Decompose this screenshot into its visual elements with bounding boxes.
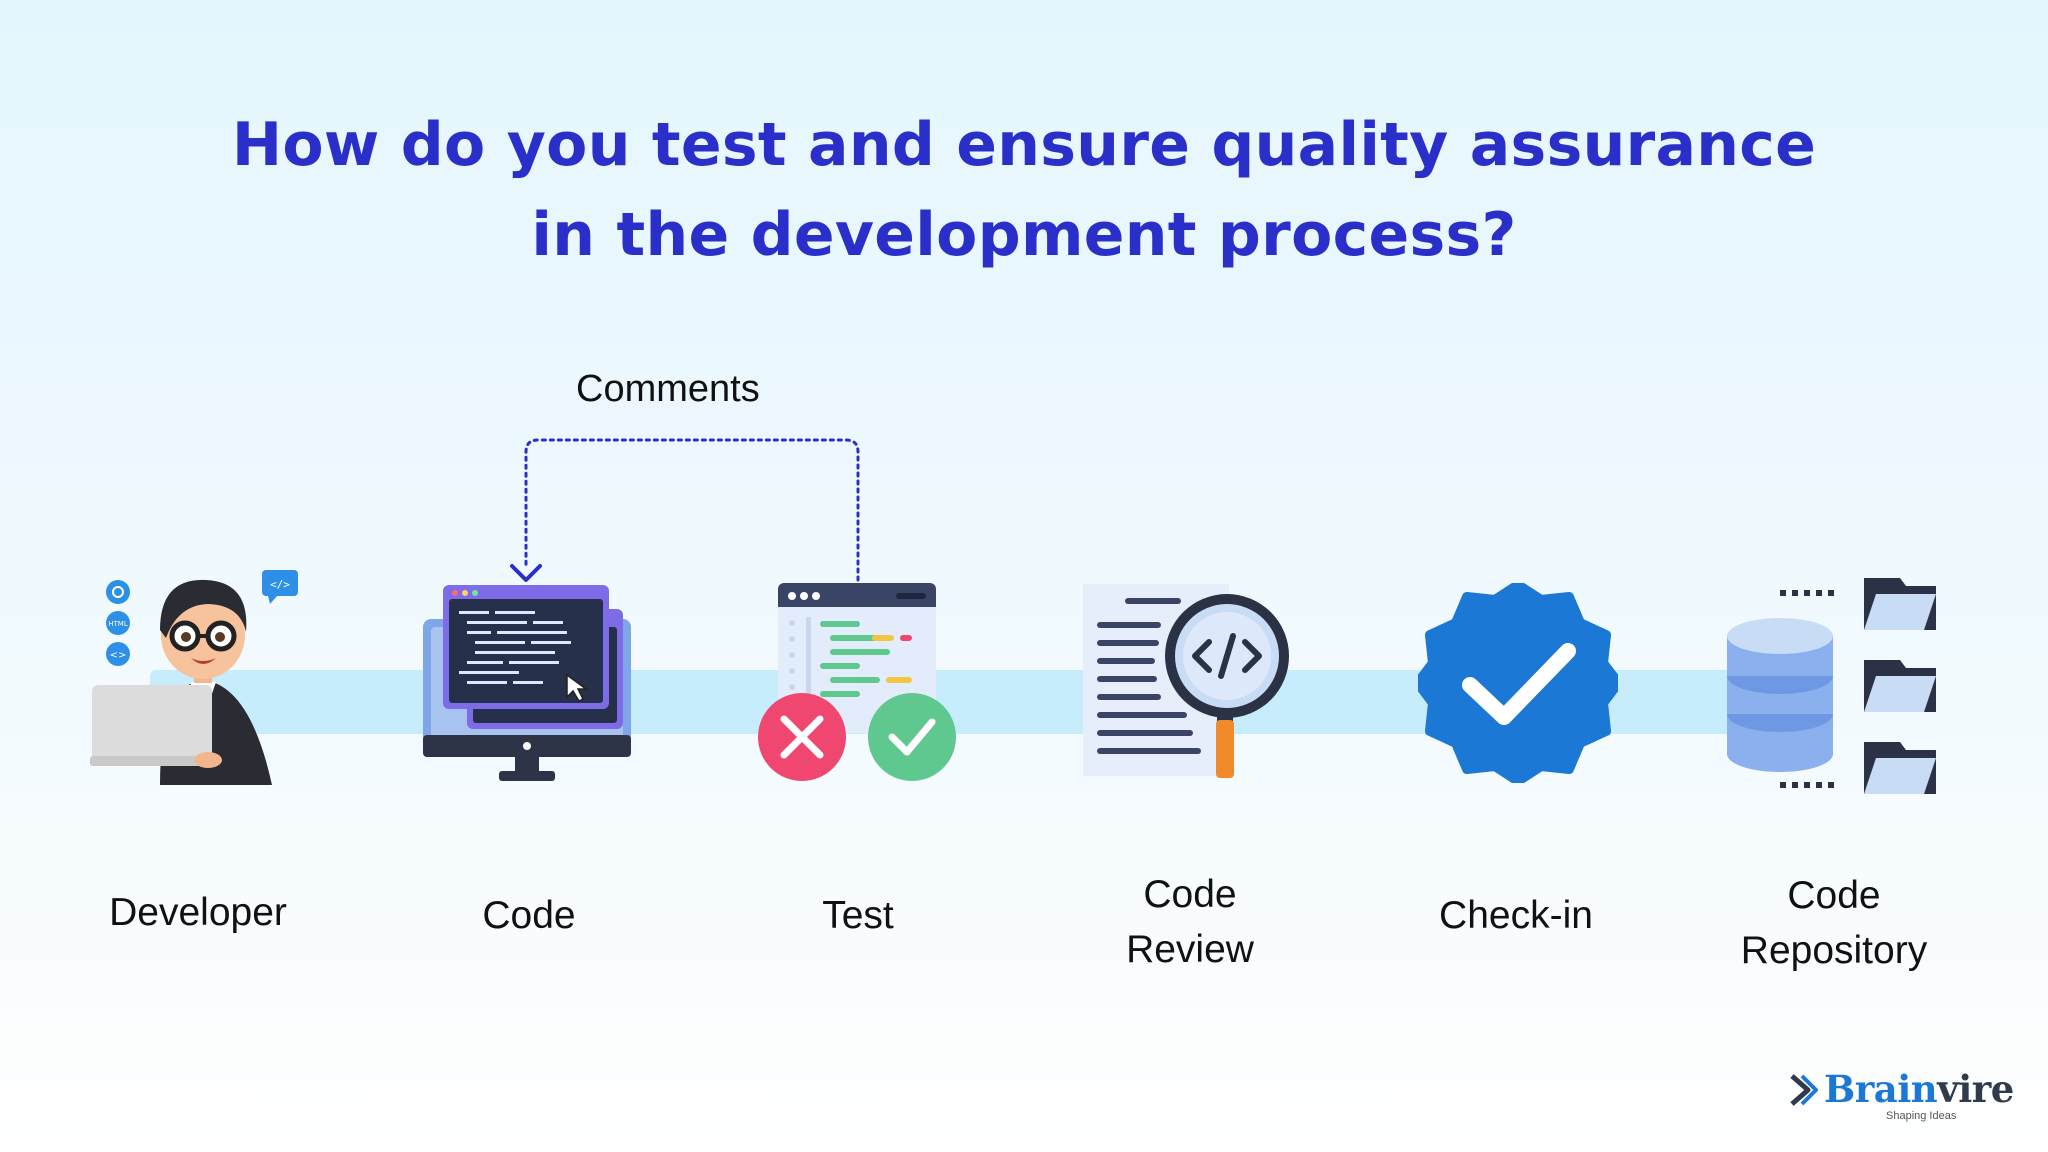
check-in-label: Check-in	[1439, 894, 1593, 937]
code-repository-label: Code Repository	[1740, 874, 1928, 972]
test-icon	[758, 583, 956, 781]
brainvire-logo: Brainvire Shaping Ideas	[1790, 1068, 2014, 1122]
step-test: Test	[756, 583, 960, 937]
step-check-in: Check-in	[1413, 580, 1623, 937]
step-code-review: Code Review	[1083, 582, 1293, 971]
check-badge-icon	[1413, 580, 1623, 786]
code-monitor-icon	[423, 585, 631, 781]
page-title: How do you test and ensure quality assur…	[0, 100, 2048, 280]
step-code-repository: Code Repository	[1724, 578, 1944, 972]
title-line-1: How do you test and ensure quality assur…	[231, 110, 1817, 180]
comments-label: Comments	[576, 368, 760, 410]
code-label: Code	[482, 894, 576, 937]
html-badge-text: HTML	[108, 620, 128, 628]
step-developer: HTML <> </> Developer	[90, 560, 310, 934]
code-bubble-text: </>	[270, 578, 290, 591]
developer-label: Developer	[109, 891, 287, 934]
code-review-icon	[1083, 584, 1289, 778]
brand-chevron-icon	[1790, 1074, 1818, 1106]
brand-name: Brainvire	[1824, 1067, 2014, 1111]
brand-tagline: Shaping Ideas	[1886, 1110, 1957, 1122]
title-line-2: in the development process?	[531, 200, 1517, 270]
step-code: Code	[423, 583, 633, 937]
developer-icon: HTML <> </>	[90, 570, 298, 785]
code-review-label: Code Review	[1126, 873, 1254, 971]
database-icon	[1727, 578, 1936, 794]
tag-badge-text: <>	[110, 650, 127, 661]
test-label: Test	[822, 894, 894, 937]
